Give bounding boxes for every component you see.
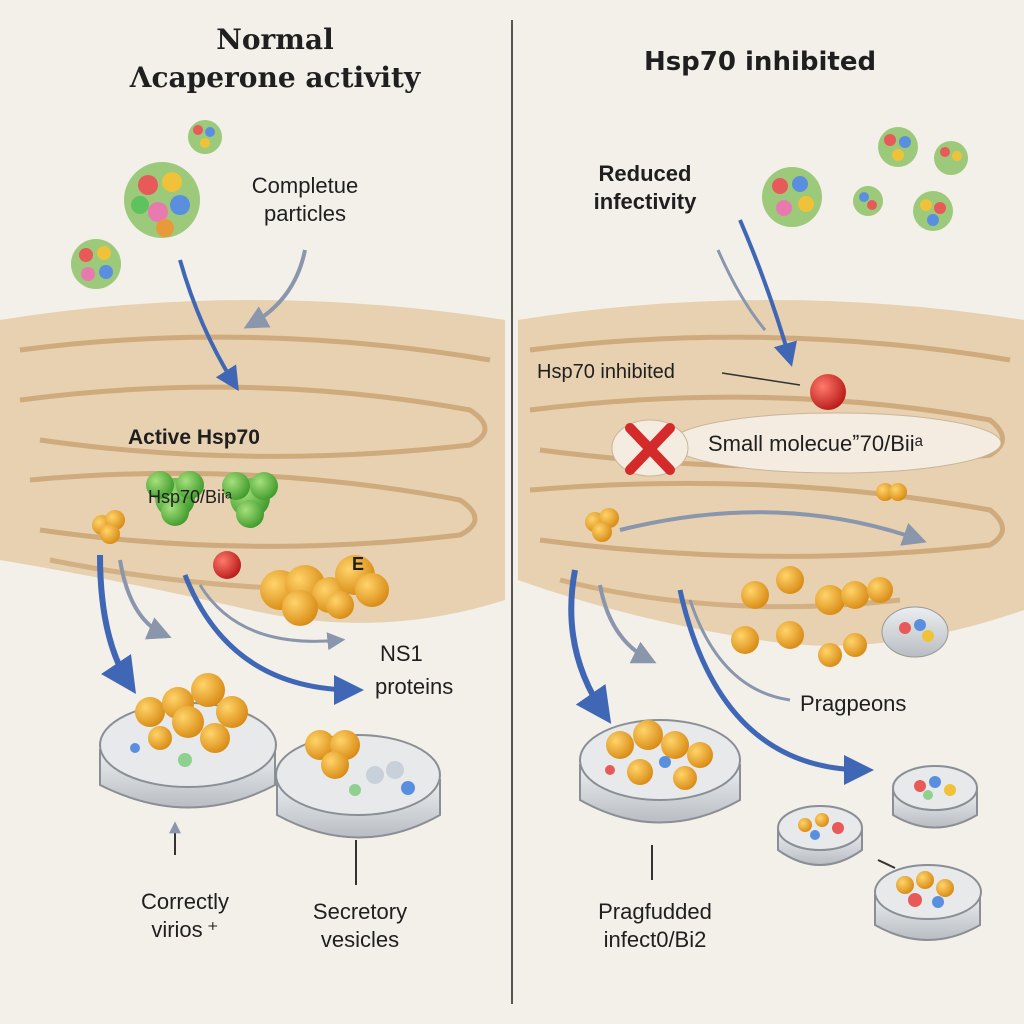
vesicles-left	[99, 673, 441, 839]
export-arrow	[118, 559, 172, 640]
correctly-virions-line2: virios ⁺	[151, 916, 219, 942]
pragfolded-line2: infect0/Bi2	[603, 926, 707, 952]
virus-particle	[853, 186, 883, 216]
active-hsp70-label: Active Hsp70	[128, 426, 260, 449]
virus-particles-left	[71, 120, 222, 289]
secretory-vesicles-line2: vesicles	[320, 926, 400, 952]
vesicle	[874, 864, 982, 941]
ns1-label: NS1	[380, 641, 423, 666]
secretory-vesicles-label: Secretory vesicles	[285, 898, 435, 953]
protein-cluster	[585, 508, 619, 542]
hsp70-complex-right	[585, 374, 1002, 667]
hsp70-inhibited-label: Hsp70 inhibited	[537, 361, 675, 383]
vesicles-right	[579, 719, 982, 941]
virus-particle	[913, 191, 953, 231]
reduced-infectivity-line2: infectivity	[593, 188, 697, 214]
pragfolded-label: Pragfudded infect0/Bi2	[575, 898, 735, 953]
export-arrow	[97, 554, 136, 694]
virus-particle	[934, 141, 968, 175]
complete-particles-label: Completue particles	[225, 172, 385, 227]
vesicle	[579, 719, 741, 824]
reduced-infectivity-line1: Reduced	[598, 161, 692, 186]
export-arrow	[198, 584, 346, 651]
complete-particles-line1: Completue	[251, 173, 359, 198]
entry-arrow	[716, 249, 767, 331]
hsp70-protein	[146, 471, 204, 526]
secretory-vesicles-line1: Secretory	[312, 899, 408, 924]
pragpeons-label: Pragpeons	[800, 691, 907, 716]
hsp70-bii-label: Hsp70/Biiᵃ	[148, 487, 232, 507]
pragfolded-line1: Pragfudded	[598, 899, 712, 924]
hsp70-protein	[222, 472, 278, 528]
vesicle	[881, 606, 949, 658]
inhibition-x-icon	[611, 419, 689, 477]
e-protein-cluster	[260, 555, 389, 626]
entry-arrow	[243, 249, 307, 329]
er-membrane-right	[518, 300, 1024, 646]
e-protein-label: E	[352, 554, 365, 574]
virus-particle	[188, 120, 222, 154]
left-title-line1: Normal	[216, 23, 334, 56]
export-arrow	[568, 569, 612, 724]
virus-particle	[124, 162, 200, 238]
export-arrow	[598, 584, 657, 664]
entry-arrow	[178, 259, 239, 392]
vesicle	[777, 805, 863, 866]
virus-particles-right	[762, 127, 968, 231]
left-title-line2: Λcaperone activity	[129, 61, 421, 94]
vesicle	[892, 765, 978, 829]
correctly-virions-label: Correctly virios ⁺	[105, 888, 265, 943]
pointer-line	[877, 859, 896, 869]
entry-arrow	[738, 219, 797, 367]
inhibitor-ball	[213, 551, 241, 579]
transport-arrow	[619, 510, 927, 546]
export-arrow	[688, 599, 791, 702]
small-molecule-label: Small molecuеˮ70/Biiᵃ	[708, 431, 923, 456]
virus-particle	[762, 167, 822, 227]
pointer-line	[721, 372, 801, 386]
protein-cluster	[876, 483, 907, 501]
arrows-left	[97, 249, 364, 885]
export-arrow	[677, 589, 874, 785]
inhibitor-ball	[810, 374, 846, 410]
vesicle	[275, 730, 441, 839]
protein-cluster	[92, 510, 125, 544]
virus-particle	[71, 239, 121, 289]
er-membrane-left	[0, 300, 505, 623]
hsp70-complex-left	[92, 471, 389, 626]
arrows-right	[568, 219, 927, 880]
proteins-label: proteins	[375, 674, 454, 699]
correctly-virions-line1: Correctly	[140, 889, 229, 914]
export-arrow	[182, 574, 364, 705]
vesicle	[99, 673, 277, 809]
virus-particle	[878, 127, 918, 167]
right-title: Hsp70 inhibited	[643, 47, 877, 77]
reduced-infectivity-label: Reduced infectivity	[560, 160, 730, 215]
misfolded-protein-cluster	[731, 566, 893, 667]
complete-particles-line2: particles	[264, 200, 346, 226]
